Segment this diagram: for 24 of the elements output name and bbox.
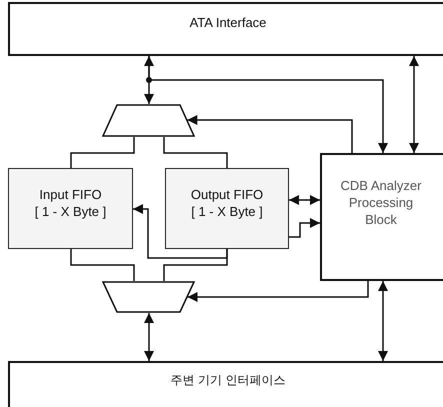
connector-arrow <box>188 281 369 302</box>
connector-arrow <box>378 281 388 361</box>
processing-block <box>320 153 443 281</box>
node-label: 주변 기기 인터페이스 <box>170 372 286 388</box>
connector-arrow <box>148 56 388 153</box>
connector-arrow <box>409 56 419 153</box>
connector-arrow <box>144 313 154 361</box>
connector-arrow <box>187 115 353 153</box>
node-label: ATA Interface <box>190 14 266 30</box>
fifo-box <box>165 168 289 249</box>
connector-arrow <box>289 195 320 205</box>
multiplexer-trapezoid <box>102 104 195 137</box>
interface-box <box>8 361 443 407</box>
node-label: [ 1 - X Byte ] <box>34 202 106 220</box>
fifo-box <box>8 168 133 249</box>
node-label: Input FIFO <box>39 186 102 202</box>
interface-box <box>8 2 443 56</box>
node-label: CDB Analyzer Processing Block <box>340 176 422 228</box>
multiplexer-trapezoid <box>102 281 195 313</box>
node-label: Output FIFO <box>190 186 264 202</box>
connector-arrow <box>133 204 228 259</box>
connector-arrow <box>144 56 154 104</box>
node-label: [ 1 - X Byte ] <box>191 202 263 220</box>
connector-arrow <box>289 218 320 238</box>
